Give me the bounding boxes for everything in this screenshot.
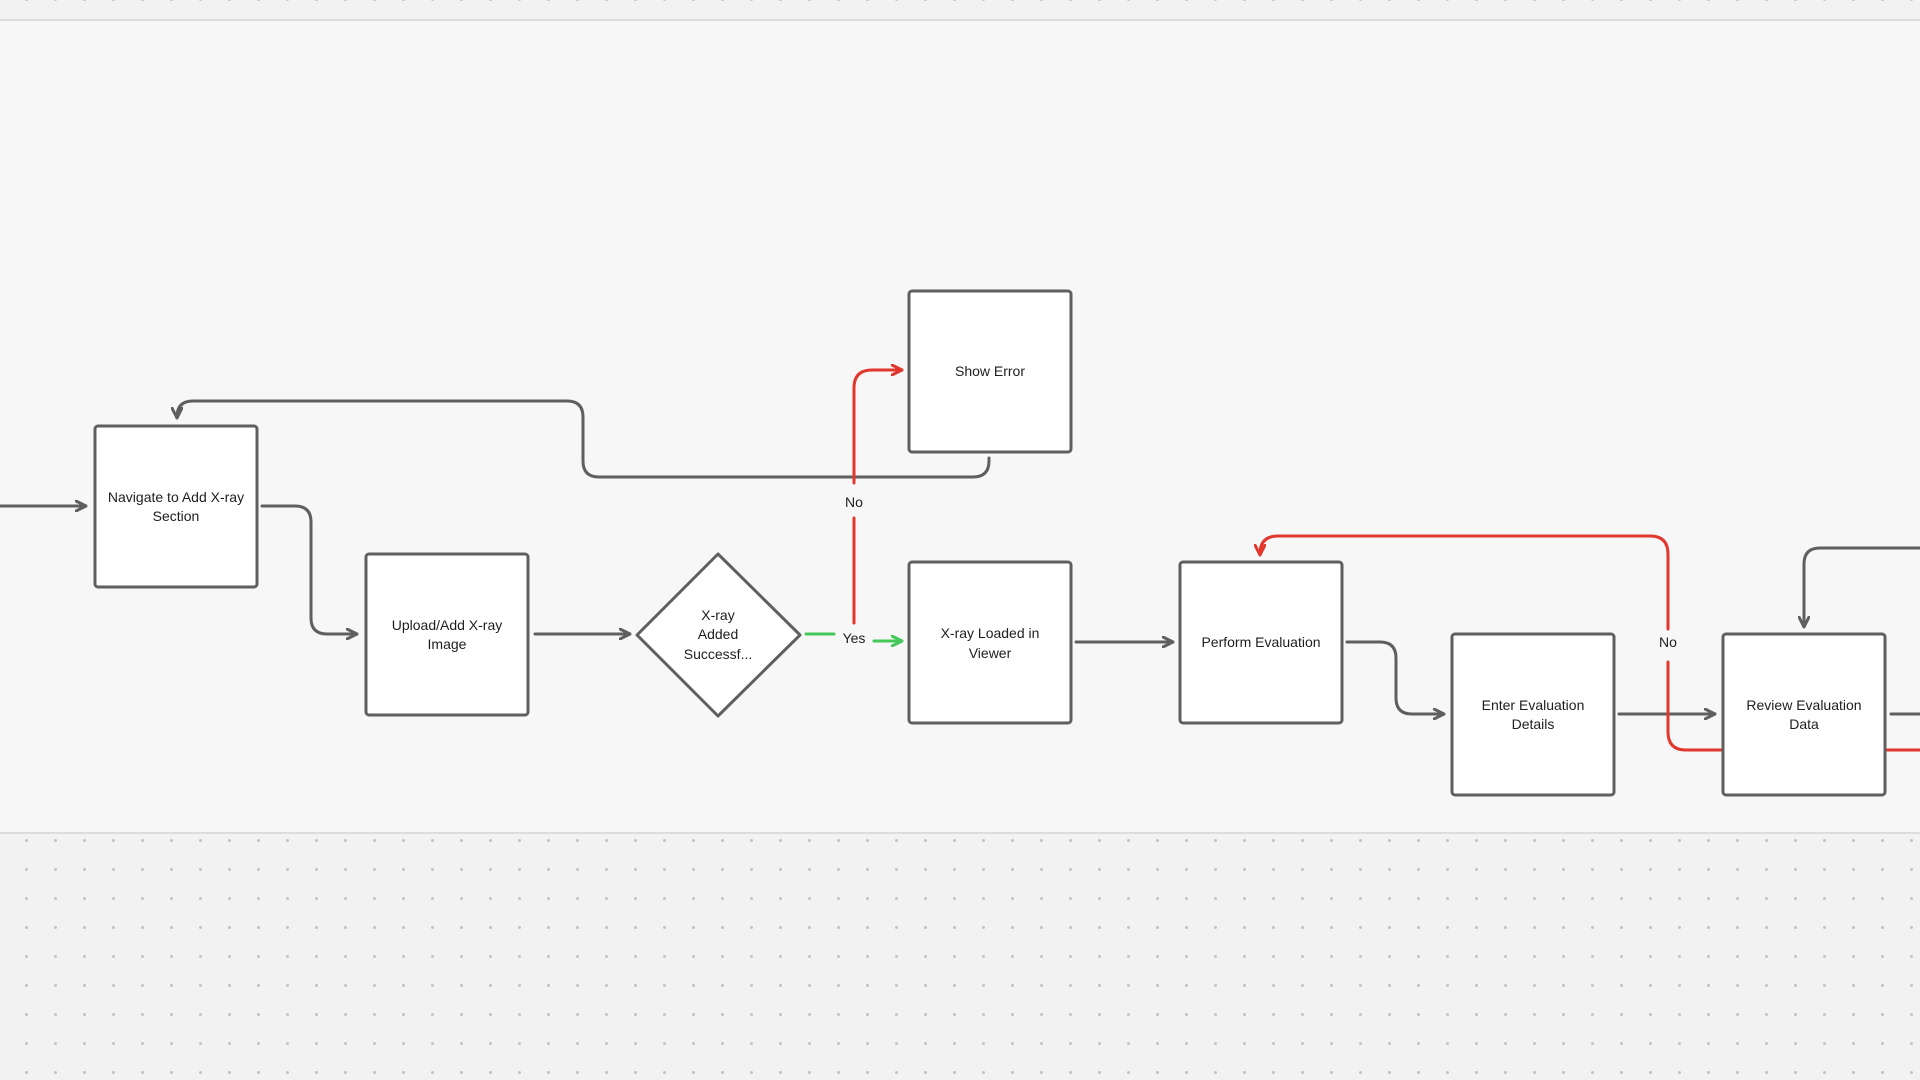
node-xray-loaded-in-viewer[interactable]: X-ray Loaded in Viewer <box>907 560 1073 725</box>
node-label-line: Perform Evaluation <box>1201 634 1320 650</box>
node-navigate-to-add-xray-section[interactable]: Navigate to Add X-ray Section <box>93 424 259 589</box>
node-label-line: Review Evaluation <box>1746 697 1861 713</box>
edge-decision-no-arrow[interactable] <box>852 370 904 485</box>
node-label-line: Upload/Add X-ray <box>392 617 503 633</box>
node-perform-evaluation[interactable]: Perform Evaluation <box>1178 560 1344 725</box>
node-label-line: Viewer <box>969 645 1012 661</box>
edge-label-yes: Yes <box>843 630 866 646</box>
edge-show-error-back-to-navigate[interactable] <box>177 399 991 479</box>
node-show-error[interactable]: Show Error <box>907 289 1073 454</box>
node-label-line: X-ray <box>701 607 734 623</box>
node-label-line: Navigate to Add X-ray <box>108 489 244 505</box>
node-review-evaluation-data[interactable]: Review Evaluation Data <box>1721 632 1887 797</box>
edge-label-no: No <box>1659 634 1677 650</box>
node-label-line: Show Error <box>955 363 1025 379</box>
node-label-line: Data <box>1789 716 1819 732</box>
edge-perform-to-enter[interactable] <box>1345 640 1446 714</box>
node-decision-xray-added-successfully[interactable]: X-ray Added Successf... <box>635 552 802 718</box>
edge-label-no: No <box>845 494 863 510</box>
node-label-line: X-ray Loaded in <box>941 625 1040 641</box>
node-upload-add-xray-image[interactable]: Upload/Add X-ray Image <box>364 552 530 717</box>
edge-loop-into-review[interactable] <box>1804 546 1920 629</box>
node-label-line: Image <box>428 636 467 652</box>
edge-review-no-to-perform[interactable] <box>1666 660 1920 752</box>
node-label-line: Added <box>698 626 738 642</box>
node-label-line: Details <box>1512 716 1555 732</box>
edge-review-no-arrow[interactable] <box>1260 534 1670 631</box>
edge-navigate-to-upload[interactable] <box>260 504 359 634</box>
node-label-line: Section <box>153 508 200 524</box>
node-enter-evaluation-details[interactable]: Enter Evaluation Details <box>1450 632 1616 797</box>
node-label-line: Successf... <box>684 646 752 662</box>
node-label-line: Enter Evaluation <box>1482 697 1585 713</box>
